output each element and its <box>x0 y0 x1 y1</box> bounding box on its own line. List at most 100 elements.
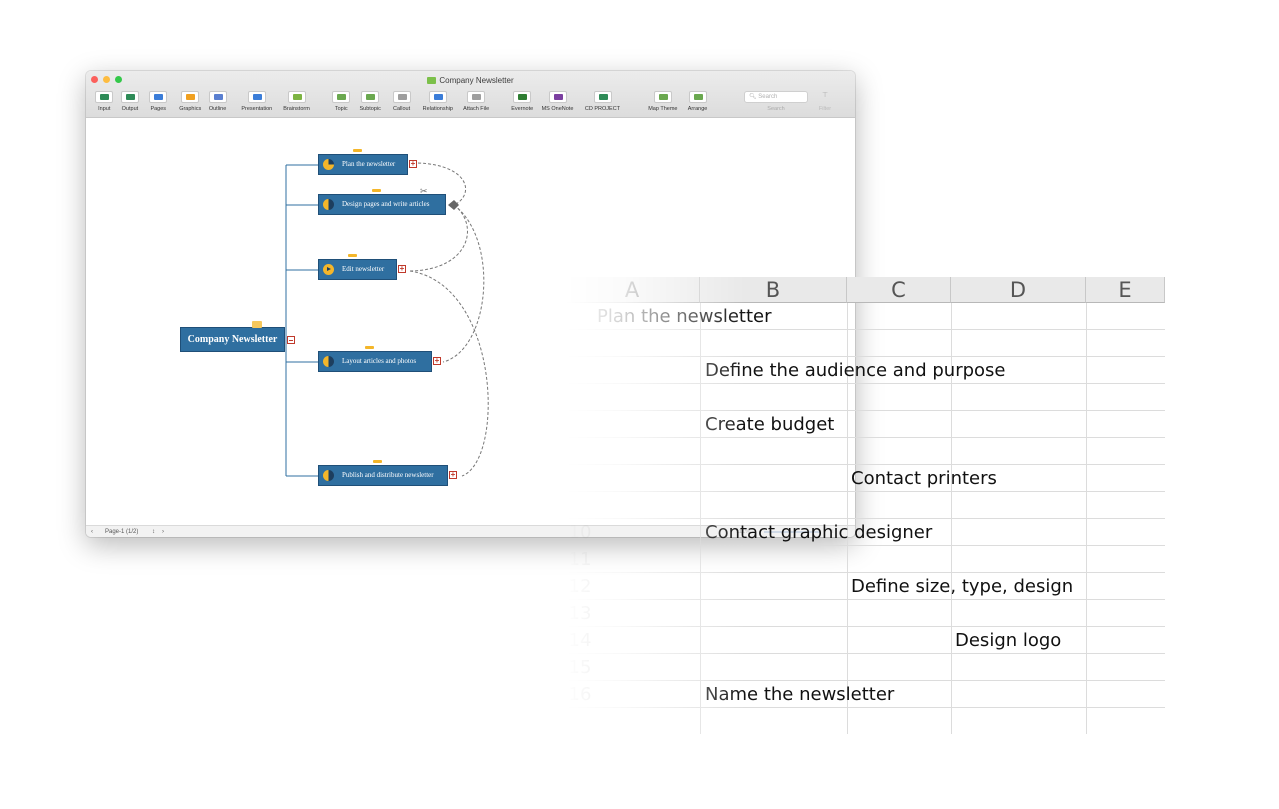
grid-line <box>565 383 1165 384</box>
grid-line <box>565 410 1165 411</box>
toolbar-topic-button[interactable]: Topic <box>331 91 352 115</box>
spreadsheet-cell[interactable]: Name the newsletter <box>705 684 895 705</box>
arrange-icon <box>688 91 707 103</box>
toolbar-label: Graphics <box>179 106 202 112</box>
document-icon <box>427 77 437 84</box>
close-window-button[interactable] <box>91 76 98 83</box>
central-topic[interactable]: Company Newsletter <box>180 327 285 352</box>
row-number[interactable]: 13 <box>568 603 592 624</box>
toolbar-label: Topic <box>334 106 348 112</box>
topic-node[interactable]: Edit newsletter <box>318 259 397 280</box>
pages-icon <box>149 91 168 103</box>
fit-page-icon[interactable]: ≡ <box>830 529 834 535</box>
column-header-e[interactable]: E <box>1086 277 1165 303</box>
spreadsheet-cell[interactable]: Define size, type, design <box>851 576 1074 597</box>
prev-page-icon[interactable]: ‹ <box>91 529 93 535</box>
subtopic-icon <box>361 91 380 103</box>
topic-node[interactable]: Layout articles and photos <box>318 351 432 372</box>
page-indicator[interactable]: Page-1 (1/2) <box>105 529 139 535</box>
toolbar-label: Callout <box>392 106 411 112</box>
paperclip-icon <box>467 91 486 103</box>
toolbar-label: Brainstorm <box>283 106 310 112</box>
presentation-icon <box>247 91 266 103</box>
toolbar-paperclip-button[interactable]: Attach File <box>456 91 496 115</box>
toolbar-label: Subtopic <box>359 106 381 112</box>
expand-icon[interactable]: + <box>449 470 457 479</box>
play-icon <box>323 264 334 275</box>
toolbar-map-theme-button[interactable]: Map Theme <box>646 91 680 115</box>
zoom-window-button[interactable] <box>115 76 122 83</box>
toolbar-brainstorm-button[interactable]: Brainstorm <box>278 91 315 115</box>
topic-icon <box>332 91 351 103</box>
toolbar-arrange-button[interactable]: Arrange <box>684 91 711 115</box>
topic-label: Publish and distribute newsletter <box>342 471 434 479</box>
brainstorm-icon <box>287 91 306 103</box>
column-header-b[interactable]: B <box>700 277 847 303</box>
progress-pie-icon <box>323 470 334 481</box>
row-number[interactable]: 16 <box>568 684 592 705</box>
page-stepper-icon[interactable]: ↕ <box>152 529 155 535</box>
scissors-icon: ✂ <box>420 186 428 196</box>
relationship-icon <box>428 91 447 103</box>
toolbar-relationship-button[interactable]: Relationship <box>416 91 460 115</box>
grid-line <box>565 329 1165 330</box>
spreadsheet-cell[interactable]: Design logo <box>955 630 1062 651</box>
toolbar-label: Relationship <box>422 106 453 112</box>
topic-label: Design pages and write articles <box>342 200 430 208</box>
grid-line <box>565 680 1165 681</box>
toolbar-outline-button[interactable]: Outline <box>204 91 231 115</box>
topic-label: Layout articles and photos <box>342 357 417 365</box>
spreadsheet-cell[interactable]: Create budget <box>705 414 835 435</box>
toolbar-presentation-button[interactable]: Presentation <box>235 91 279 115</box>
toolbar-input-button[interactable]: Input <box>94 91 115 115</box>
toolbar-evernote-button[interactable]: Evernote <box>507 91 537 115</box>
topic-node[interactable]: Publish and distribute newsletter <box>318 465 448 486</box>
next-page-icon[interactable]: › <box>162 529 164 535</box>
expand-icon[interactable]: + <box>433 356 441 365</box>
callout-icon <box>392 91 411 103</box>
expand-icon[interactable]: + <box>409 159 417 168</box>
grid-line <box>565 599 1165 600</box>
toolbar-subtopic-button[interactable]: Subtopic <box>355 91 385 115</box>
column-header-c[interactable]: C <box>847 277 951 303</box>
toolbar-output-button[interactable]: Output <box>118 91 142 115</box>
column-header-d[interactable]: D <box>951 277 1086 303</box>
progress-pie-icon <box>323 356 334 367</box>
row-number[interactable]: 10 <box>568 522 592 543</box>
toolbar-graphics-button[interactable]: Graphics <box>175 91 205 115</box>
toolbar-onenote-button[interactable]: MS OneNote <box>539 91 576 115</box>
minimize-window-button[interactable] <box>103 76 110 83</box>
filter-icon[interactable]: ⊤ <box>821 92 829 99</box>
spreadsheet-cell[interactable]: Contact printers <box>851 468 997 489</box>
search-input[interactable]: 🔍︎ Search <box>744 91 808 103</box>
toolbar-cd-project-button[interactable]: CD PROJECT <box>584 91 621 115</box>
graphics-icon <box>181 91 200 103</box>
grid-line <box>565 464 1165 465</box>
toolbar-label: Outline <box>208 106 227 112</box>
collapse-icon[interactable] <box>287 336 295 344</box>
zoom-level[interactable]: 111% <box>736 529 751 535</box>
grid-line <box>565 518 1165 519</box>
toolbar-callout-button[interactable]: Callout <box>388 91 415 115</box>
toolbar-label: Evernote <box>511 106 534 112</box>
row-number[interactable]: 14 <box>568 630 592 651</box>
row-number[interactable]: 11 <box>568 549 592 570</box>
topic-node[interactable]: Plan the newsletter <box>318 154 408 175</box>
column-header-a[interactable]: A <box>565 277 700 303</box>
spreadsheet-cell[interactable]: Define the audience and purpose <box>705 360 1006 381</box>
topic-node[interactable]: Design pages and write articles <box>318 194 446 215</box>
zoom-slider[interactable] <box>764 531 820 533</box>
spreadsheet-cell[interactable]: Contact graphic designer <box>705 522 933 543</box>
toolbar-label: MS OneNote <box>541 106 574 112</box>
grid-line <box>565 491 1165 492</box>
expand-icon[interactable]: + <box>398 264 406 273</box>
row-number[interactable]: 15 <box>568 657 592 678</box>
toolbar-pages-button[interactable]: Pages <box>148 91 169 115</box>
topic-label: Edit newsletter <box>342 265 385 273</box>
row-number[interactable]: 12 <box>568 576 592 597</box>
marker-icon <box>373 460 382 463</box>
marker-icon <box>347 254 357 257</box>
grid-line <box>565 356 1165 357</box>
spreadsheet-cell[interactable]: Plan the newsletter <box>597 306 772 327</box>
